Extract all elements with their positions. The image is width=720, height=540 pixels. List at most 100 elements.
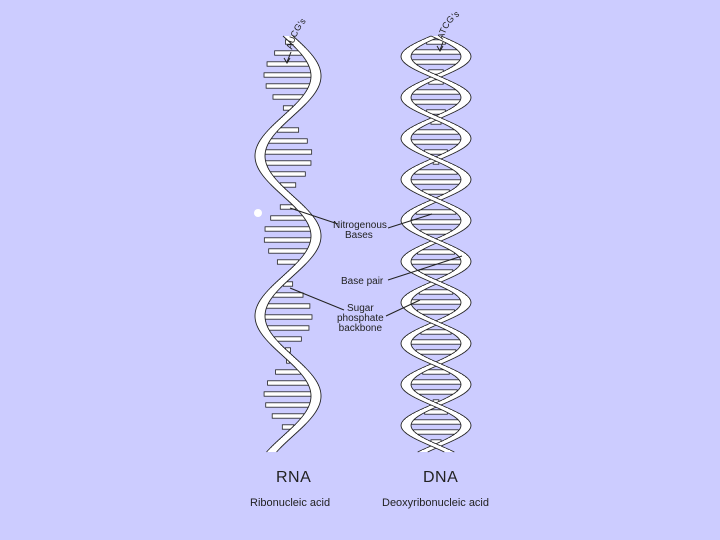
rna-strand-1-segment [256, 162, 267, 164]
rna-base-rung [276, 370, 301, 374]
dna-strand-2-segment [402, 134, 413, 136]
dna-strand-1-segment [402, 346, 413, 348]
rna-strand-1-segment [311, 394, 321, 396]
dna-base-rung [414, 430, 459, 434]
rna-base-rung [265, 227, 311, 231]
rna-strand-1-segment [306, 220, 317, 222]
rna-strand-1-segment [307, 382, 318, 384]
dna-strand-1-segment [460, 136, 471, 138]
dna-strand-1-edge [470, 54, 471, 56]
dna-strand-2-edge [470, 344, 471, 346]
dna-strand-1-segment [460, 304, 471, 306]
dna-strand-1-segment [460, 140, 471, 142]
dna-strand-1-segment [401, 258, 412, 260]
dna-base-rung [415, 170, 457, 174]
rna-helix [255, 36, 321, 452]
rna-strand-1-segment [310, 390, 320, 392]
dna-base-rung [412, 100, 460, 104]
dna-base-rung [418, 310, 455, 314]
dna-strand-2-segment [461, 424, 471, 426]
dna-base-rung [411, 180, 462, 184]
dna-strand-1-edge [401, 344, 402, 346]
dna-strand-1-edge [401, 98, 402, 100]
dna-strand-1-segment [460, 222, 471, 224]
rna-strand-1-segment [311, 72, 321, 74]
rna-base-rung [275, 51, 302, 55]
rna-strand-1-segment [311, 396, 321, 398]
rna-strand-1-segment [311, 78, 321, 80]
dna-strand-2-edge [411, 382, 412, 384]
dna-strand-2-segment [401, 136, 412, 138]
dna-strand-2-segment [459, 264, 470, 266]
rna-strand-1-segment [310, 388, 321, 390]
rna-strand-1-segment [311, 236, 321, 238]
dna-strand-2-segment [459, 100, 470, 102]
dna-title: DNA [423, 469, 458, 487]
rna-strand-1-segment [256, 164, 267, 166]
rna-subtitle: Ribonucleic acid [250, 497, 330, 509]
dna-strand-2-edge [460, 426, 461, 428]
rna-strand-1-segment [311, 76, 321, 78]
rna-strand-1-segment [258, 328, 269, 330]
rna-base-rung [264, 150, 311, 154]
dna-base-rung [411, 420, 461, 424]
dna-strand-1-segment [460, 54, 471, 56]
dna-strand-2-edge [470, 426, 471, 428]
rna-strand-1-segment [256, 324, 267, 326]
dna-strand-1-segment [459, 134, 470, 136]
rna-strand-1-edge [256, 308, 257, 310]
rna-strand-1-edge [320, 388, 321, 390]
rna-strand-1-edge [256, 148, 257, 150]
rna-strand-1-segment [255, 312, 265, 314]
dna-strand-2-edge [470, 98, 471, 100]
rna-base-rung [265, 161, 311, 165]
rna-strand-1-segment [311, 238, 321, 240]
rna-strand-1-segment [311, 398, 321, 400]
dna-strand-2-segment [402, 52, 413, 54]
dna-strand-1-segment [402, 264, 413, 266]
dna-strand-2-segment [459, 428, 470, 430]
dna-base-rung [414, 130, 459, 134]
rna-base-rung [267, 62, 309, 66]
rna-strand-1-segment [308, 64, 319, 66]
dna-base-rung [410, 260, 462, 264]
rna-base-rung [271, 172, 306, 176]
rna-strand-1-edge [266, 308, 267, 310]
rna-strand-1-segment [258, 302, 269, 304]
dna-strand-2-edge [411, 218, 412, 220]
dna-strand-2-segment [461, 96, 471, 98]
rna-strand-1-segment [256, 322, 267, 324]
dna-strand-2-segment [459, 346, 470, 348]
dna-strand-1-segment [401, 422, 412, 424]
rna-strand-1-edge [310, 402, 311, 404]
dna-base-rung [413, 60, 460, 64]
rna-base-rung [266, 403, 311, 407]
rna-strand-1-segment [258, 168, 269, 170]
dna-strand-1-edge [460, 218, 461, 220]
rna-strand-1-edge [320, 402, 321, 404]
rna-strand-1-segment [309, 244, 320, 246]
dna-strand-2-segment [460, 422, 471, 424]
dna-strand-1-edge [411, 344, 412, 346]
rna-strand-1-segment [259, 300, 270, 302]
dna-strand-1-edge [460, 300, 461, 302]
dna-strand-2-edge [460, 98, 461, 100]
rna-strand-1-segment [307, 88, 318, 90]
nitrogenous-label: Nitrogenous Bases [333, 221, 387, 241]
rna-base-rung [269, 139, 308, 143]
sugar-phosphate-label: Sugar phosphate backbone [337, 304, 384, 334]
dna-subtitle: Deoxyribonucleic acid [382, 497, 489, 509]
dna-strand-1-edge [411, 98, 412, 100]
dna-strand-2-segment [461, 342, 471, 344]
dna-strand-1-segment [402, 428, 413, 430]
dna-base-rung [411, 380, 462, 384]
dna-strand-1-segment [461, 138, 471, 140]
rna-strand-1-segment [255, 154, 265, 156]
dna-strand-1-edge [460, 54, 461, 56]
rna-strand-1-segment [304, 92, 315, 94]
dna-strand-1-edge [411, 180, 412, 182]
rna-base-rung [271, 216, 306, 220]
rna-strand-1-segment [304, 412, 315, 414]
dna-strand-1-edge [401, 262, 402, 264]
